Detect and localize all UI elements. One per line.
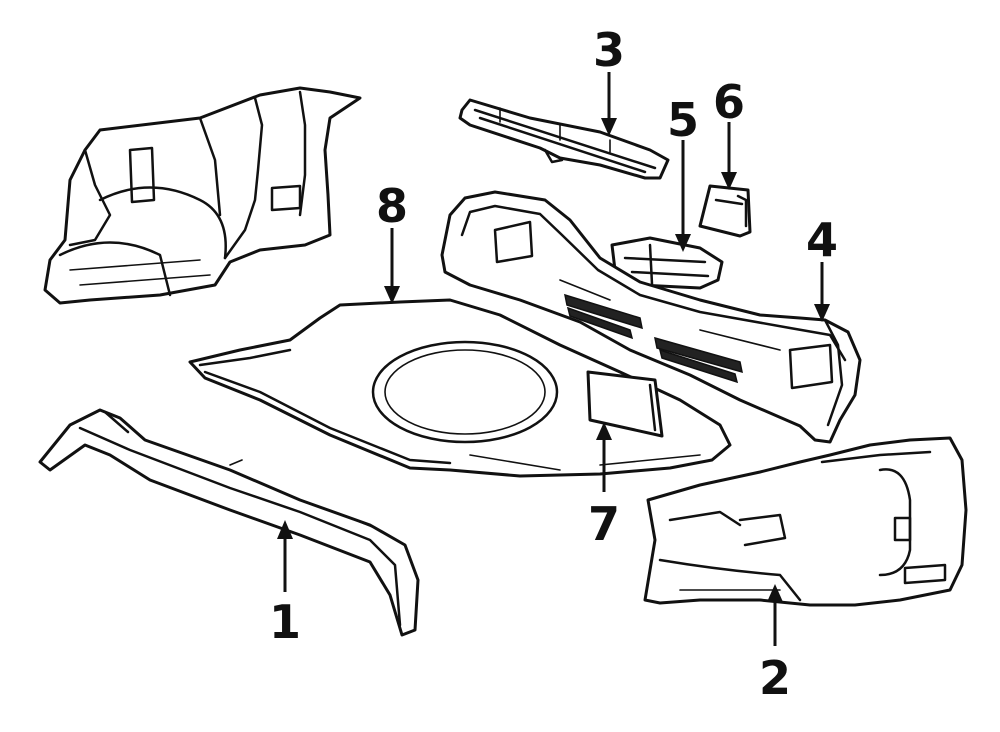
arrowhead-1 (277, 520, 293, 539)
part-4-rear-shelf-trim (440, 190, 862, 444)
callout-labels: 3 5 6 4 8 7 1 2 (269, 23, 838, 705)
callout-3: 3 (593, 23, 625, 77)
leader-arrows (277, 72, 830, 646)
part-8-trunk-floor-mat (188, 298, 732, 478)
arrowhead-8 (384, 286, 400, 304)
callout-5: 5 (667, 93, 699, 147)
callout-8: 8 (376, 179, 408, 233)
arrowhead-7 (596, 422, 612, 440)
callout-7: 7 (588, 497, 620, 551)
callout-6: 6 (713, 75, 745, 129)
arrowhead-3 (601, 118, 617, 136)
part-6-clip (698, 184, 752, 238)
callout-4: 4 (806, 213, 838, 267)
arrowhead-4 (814, 304, 830, 322)
part-3-shelf-bracket (458, 98, 670, 180)
part-2-right-quarter-trim (643, 436, 968, 607)
part-7-access-cover (586, 370, 664, 438)
callout-2: 2 (759, 651, 791, 705)
left-quarter-trim-panel (43, 86, 362, 305)
arrowhead-5 (675, 234, 691, 252)
callout-1: 1 (269, 595, 301, 649)
part-1-sill-plate (38, 408, 420, 637)
arrowhead-2 (767, 584, 783, 602)
arrowhead-6 (721, 172, 737, 190)
